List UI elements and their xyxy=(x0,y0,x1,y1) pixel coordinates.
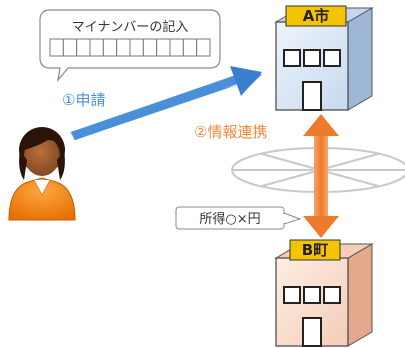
number-box xyxy=(196,38,211,57)
data-link-arrow xyxy=(303,114,339,238)
number-box xyxy=(169,38,184,57)
building-a-name: A市 xyxy=(303,7,330,25)
number-box xyxy=(129,38,144,57)
number-boxes xyxy=(49,38,211,57)
number-box xyxy=(156,38,171,57)
speech-bubble: マイナンバーの記入 xyxy=(39,9,221,83)
number-box xyxy=(116,38,131,57)
number-box xyxy=(62,38,78,57)
building-b: B町 xyxy=(274,239,374,347)
number-box xyxy=(142,38,158,57)
building-a-sign xyxy=(285,5,347,27)
step2-label: ②情報連携 xyxy=(194,123,267,141)
income-tag-text: 所得○×円 xyxy=(199,211,260,227)
building-b-sign xyxy=(289,239,341,261)
step1-label: ①申請 xyxy=(62,91,105,109)
number-box xyxy=(76,38,91,57)
income-tag: 所得○×円 xyxy=(175,206,302,230)
number-box xyxy=(182,38,198,57)
building-b-name: B町 xyxy=(302,241,328,259)
bubble-title: マイナンバーの記入 xyxy=(72,19,189,35)
building-a: A市 xyxy=(274,5,374,111)
application-arrow xyxy=(70,66,262,141)
number-box xyxy=(89,38,104,57)
number-box xyxy=(49,38,64,57)
person-icon xyxy=(8,127,76,221)
number-box xyxy=(102,38,118,57)
